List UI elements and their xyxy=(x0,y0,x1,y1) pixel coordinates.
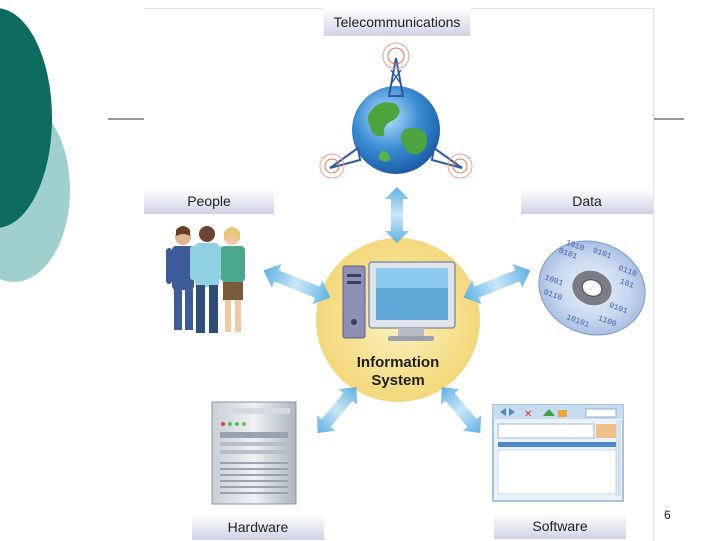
server-icon xyxy=(212,402,296,504)
arrow-telecom xyxy=(385,187,409,243)
globe-icon xyxy=(352,86,440,174)
center-label-line1: Information xyxy=(338,354,458,372)
label-telecommunications: Telecommunications xyxy=(324,8,470,36)
software-window-icon: ✕ xyxy=(493,405,623,501)
label-software: Software xyxy=(494,513,626,539)
center-label-line2: System xyxy=(338,372,458,390)
label-people: People xyxy=(144,188,274,214)
tower-icon-right xyxy=(432,148,472,178)
page-number: 6 xyxy=(664,508,671,522)
label-data: Data xyxy=(521,188,653,214)
tower-icon-left xyxy=(320,148,360,178)
people-icon xyxy=(166,226,245,333)
svg-text:✕: ✕ xyxy=(524,409,532,420)
label-hardware: Hardware xyxy=(192,514,324,540)
center-label: Information System xyxy=(338,354,458,390)
